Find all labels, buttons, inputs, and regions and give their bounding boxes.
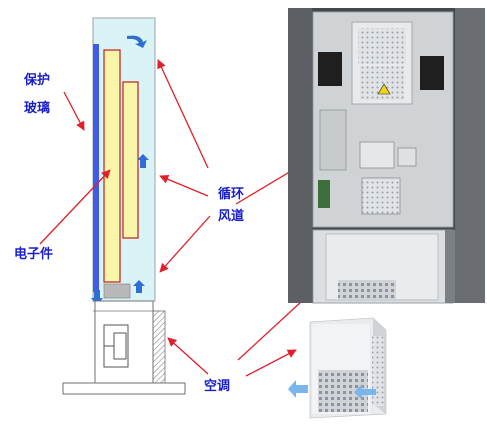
ac-condenser-hatch xyxy=(152,310,166,384)
arrow-duct-mid xyxy=(159,174,209,197)
arrow-ac-photo-unit xyxy=(245,349,297,377)
airflow-curve-arrow xyxy=(127,35,147,48)
label-protective-glass-line2: 玻璃 xyxy=(24,101,51,116)
label-air-duct-line2: 风道 xyxy=(218,209,245,224)
label-protective-glass: 保护 玻璃 xyxy=(24,72,50,118)
arrow-electronics xyxy=(39,169,111,245)
label-air-duct: 循环 风道 xyxy=(218,186,244,226)
arrow-duct-top xyxy=(157,59,209,169)
electronic-board-left xyxy=(103,49,121,283)
aircon-photo xyxy=(288,317,387,419)
arrow-ac-schematic xyxy=(167,337,209,375)
bottom-component xyxy=(103,283,131,299)
cool-air-arrow-out xyxy=(288,380,308,398)
base-plate xyxy=(62,382,186,395)
label-air-duct-line1: 循环 xyxy=(218,187,245,202)
label-protective-glass-line1: 保护 xyxy=(24,73,51,88)
label-air-conditioner: 空调 xyxy=(204,379,231,394)
ac-fan-box xyxy=(113,332,127,360)
cabinet-schematic xyxy=(62,17,186,395)
arrow-duct-bottom xyxy=(159,215,211,273)
cool-air-arrow-in xyxy=(354,384,376,400)
airflow-up-arrow-bottom xyxy=(133,280,145,293)
cabinet-photo xyxy=(288,8,485,304)
electronic-board-right xyxy=(122,81,139,239)
label-electronics: 电子件 xyxy=(14,247,54,262)
airflow-up-arrow-mid xyxy=(137,154,149,168)
protective-glass xyxy=(93,44,99,292)
arrow-glass xyxy=(63,91,85,131)
